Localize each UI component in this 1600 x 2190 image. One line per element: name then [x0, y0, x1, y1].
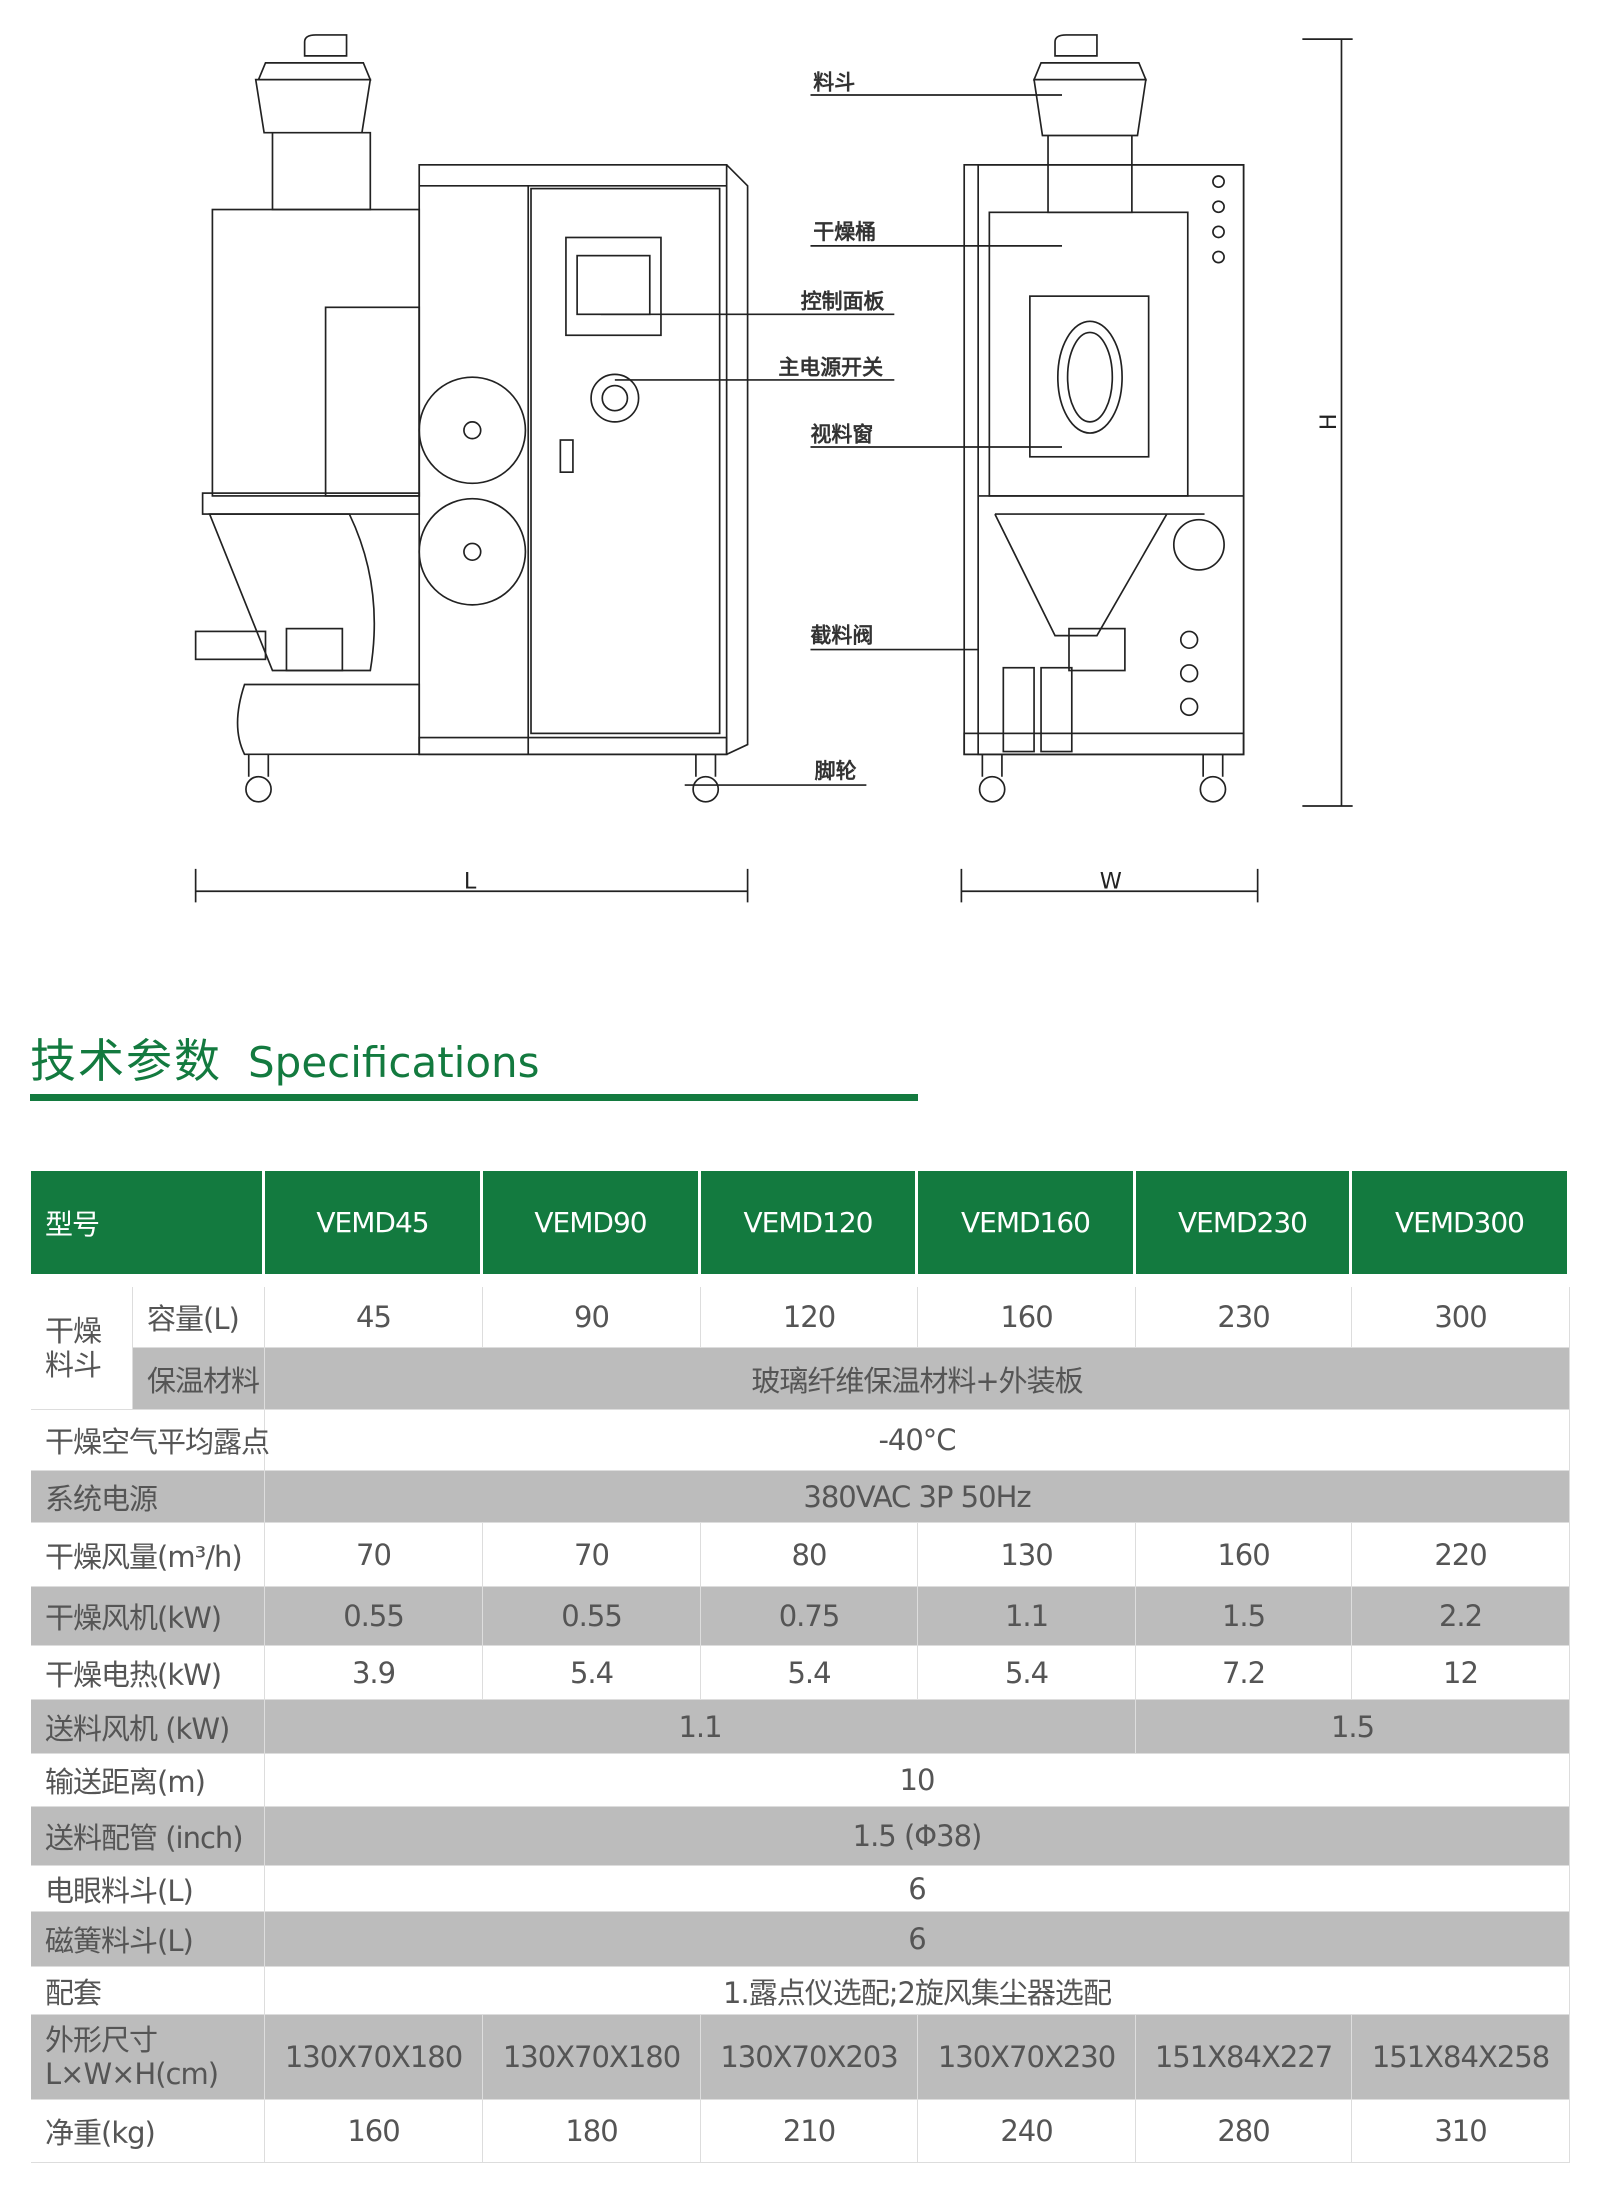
cell-conveying_blower: 1.5 — [1136, 1700, 1570, 1754]
row-label-capacity: 容量(L) — [133, 1287, 265, 1348]
cell-air_volume: 70 — [265, 1523, 483, 1587]
cell-weight: 210 — [701, 2100, 918, 2163]
cell-insulation: 玻璃纤维保温材料+外装板 — [265, 1348, 1570, 1410]
cell-heater: 7.2 — [1136, 1646, 1352, 1700]
cell-accessories: 1.露点仪选配;2旋风集尘器选配 — [265, 1967, 1570, 2015]
cell-heater: 3.9 — [265, 1646, 483, 1700]
cell-capacity: 90 — [483, 1287, 701, 1348]
header-model-VEMD160: VEMD160 — [918, 1171, 1133, 1274]
label-main-switch: 主电源开关 — [778, 354, 883, 379]
cell-heater: 5.4 — [918, 1646, 1136, 1700]
section-title: 技术参数 Specifications — [30, 1025, 540, 1091]
row-label-line: L×W×H(cm) — [45, 2057, 219, 2091]
cell-weight: 180 — [483, 2100, 701, 2163]
cell-heater: 5.4 — [701, 1646, 918, 1700]
cell-heater: 5.4 — [483, 1646, 701, 1700]
group-label-drying-hopper: 干燥料斗 — [31, 1287, 133, 1410]
label-control-panel: 控制面板 — [801, 289, 885, 314]
cell-capacity: 160 — [918, 1287, 1136, 1348]
header-model-label: 型号 — [31, 1171, 262, 1274]
row-label-power: 系统电源 — [31, 1471, 265, 1523]
row-label-weight: 净重(kg) — [31, 2100, 265, 2163]
side-view-drawing — [194, 34, 749, 756]
cell-blower: 0.55 — [483, 1587, 701, 1646]
row-label-conveying_pipe: 送料配管 (inch) — [31, 1807, 265, 1866]
cell-blower: 1.5 — [1136, 1587, 1352, 1646]
casters — [245, 754, 1227, 803]
group-label-text: 干燥料斗 — [45, 1314, 102, 1382]
cell-eye_hopper: 6 — [265, 1866, 1570, 1912]
cell-blower: 1.1 — [918, 1587, 1136, 1646]
row-label-conveying_distance: 输送距离(m) — [31, 1754, 265, 1807]
title-underline — [30, 1094, 918, 1101]
cell-conveying_blower: 1.1 — [265, 1700, 1136, 1754]
cell-air_volume: 220 — [1352, 1523, 1570, 1587]
cell-dimensions: 130X70X180 — [265, 2015, 483, 2100]
cell-dimensions: 151X84X258 — [1352, 2015, 1570, 2100]
row-label-blower: 干燥风机(kW) — [31, 1587, 265, 1646]
dimension-lines — [194, 38, 1353, 903]
cell-dew_point: -40°C — [265, 1410, 1570, 1471]
row-label-accessories: 配套 — [31, 1967, 265, 2015]
row-label-insulation: 保温材料 — [133, 1348, 265, 1410]
row-label-air_volume: 干燥风量(m³/h) — [31, 1523, 265, 1587]
front-view-drawing — [963, 34, 1245, 756]
cell-power: 380VAC 3P 50Hz — [265, 1471, 1570, 1523]
dimension-length: L — [464, 868, 477, 894]
cell-blower: 0.75 — [701, 1587, 918, 1646]
cell-weight: 160 — [265, 2100, 483, 2163]
cell-air_volume: 70 — [483, 1523, 701, 1587]
cell-reed_hopper: 6 — [265, 1912, 1570, 1967]
row-label-conveying_blower: 送料风机 (kW) — [31, 1700, 265, 1754]
cell-dimensions: 151X84X227 — [1136, 2015, 1352, 2100]
header-model-VEMD90: VEMD90 — [483, 1171, 698, 1274]
cell-air_volume: 80 — [701, 1523, 918, 1587]
cell-dimensions: 130X70X180 — [483, 2015, 701, 2100]
section-title-en: Specifications — [248, 1038, 540, 1087]
header-model-VEMD120: VEMD120 — [701, 1171, 915, 1274]
cell-conveying_distance: 10 — [265, 1754, 1570, 1807]
row-label-dew_point: 干燥空气平均露点 — [31, 1410, 270, 1471]
label-casters: 脚轮 — [815, 758, 857, 783]
cell-heater: 12 — [1352, 1646, 1570, 1700]
dimension-height: H — [1316, 413, 1342, 430]
cell-weight: 310 — [1352, 2100, 1570, 2163]
cell-capacity: 45 — [265, 1287, 483, 1348]
dimension-width: W — [1100, 868, 1122, 894]
header-model-VEMD45: VEMD45 — [265, 1171, 480, 1274]
label-hopper: 料斗 — [813, 69, 855, 94]
cell-dimensions: 130X70X203 — [701, 2015, 918, 2100]
cell-blower: 2.2 — [1352, 1587, 1570, 1646]
cell-capacity: 120 — [701, 1287, 918, 1348]
label-drying-barrel: 干燥桶 — [813, 219, 876, 244]
cell-dimensions: 130X70X230 — [918, 2015, 1136, 2100]
cell-conveying_pipe: 1.5 (Φ38) — [265, 1807, 1570, 1866]
header-model-VEMD300: VEMD300 — [1352, 1171, 1567, 1274]
cell-capacity: 230 — [1136, 1287, 1352, 1348]
header-model-VEMD230: VEMD230 — [1136, 1171, 1349, 1274]
cell-air_volume: 130 — [918, 1523, 1136, 1587]
row-label-heater: 干燥电热(kW) — [31, 1646, 265, 1700]
callout-lines — [600, 94, 1063, 786]
cell-weight: 280 — [1136, 2100, 1352, 2163]
row-label-eye_hopper: 电眼料斗(L) — [31, 1866, 265, 1912]
row-label-reed_hopper: 磁簧料斗(L) — [31, 1912, 265, 1967]
cell-capacity: 300 — [1352, 1287, 1570, 1348]
row-label-line: 外形尺寸 — [45, 2023, 158, 2057]
cell-weight: 240 — [918, 2100, 1136, 2163]
machine-diagram: 料斗 干燥桶 控制面板 主电源开关 视料窗 截料阀 脚轮 L W H — [194, 34, 1353, 903]
section-title-cn: 技术参数 — [30, 1034, 222, 1088]
cell-air_volume: 160 — [1136, 1523, 1352, 1587]
label-sight-window: 视料窗 — [810, 421, 873, 446]
label-shutoff-valve: 截料阀 — [810, 623, 873, 648]
cell-blower: 0.55 — [265, 1587, 483, 1646]
